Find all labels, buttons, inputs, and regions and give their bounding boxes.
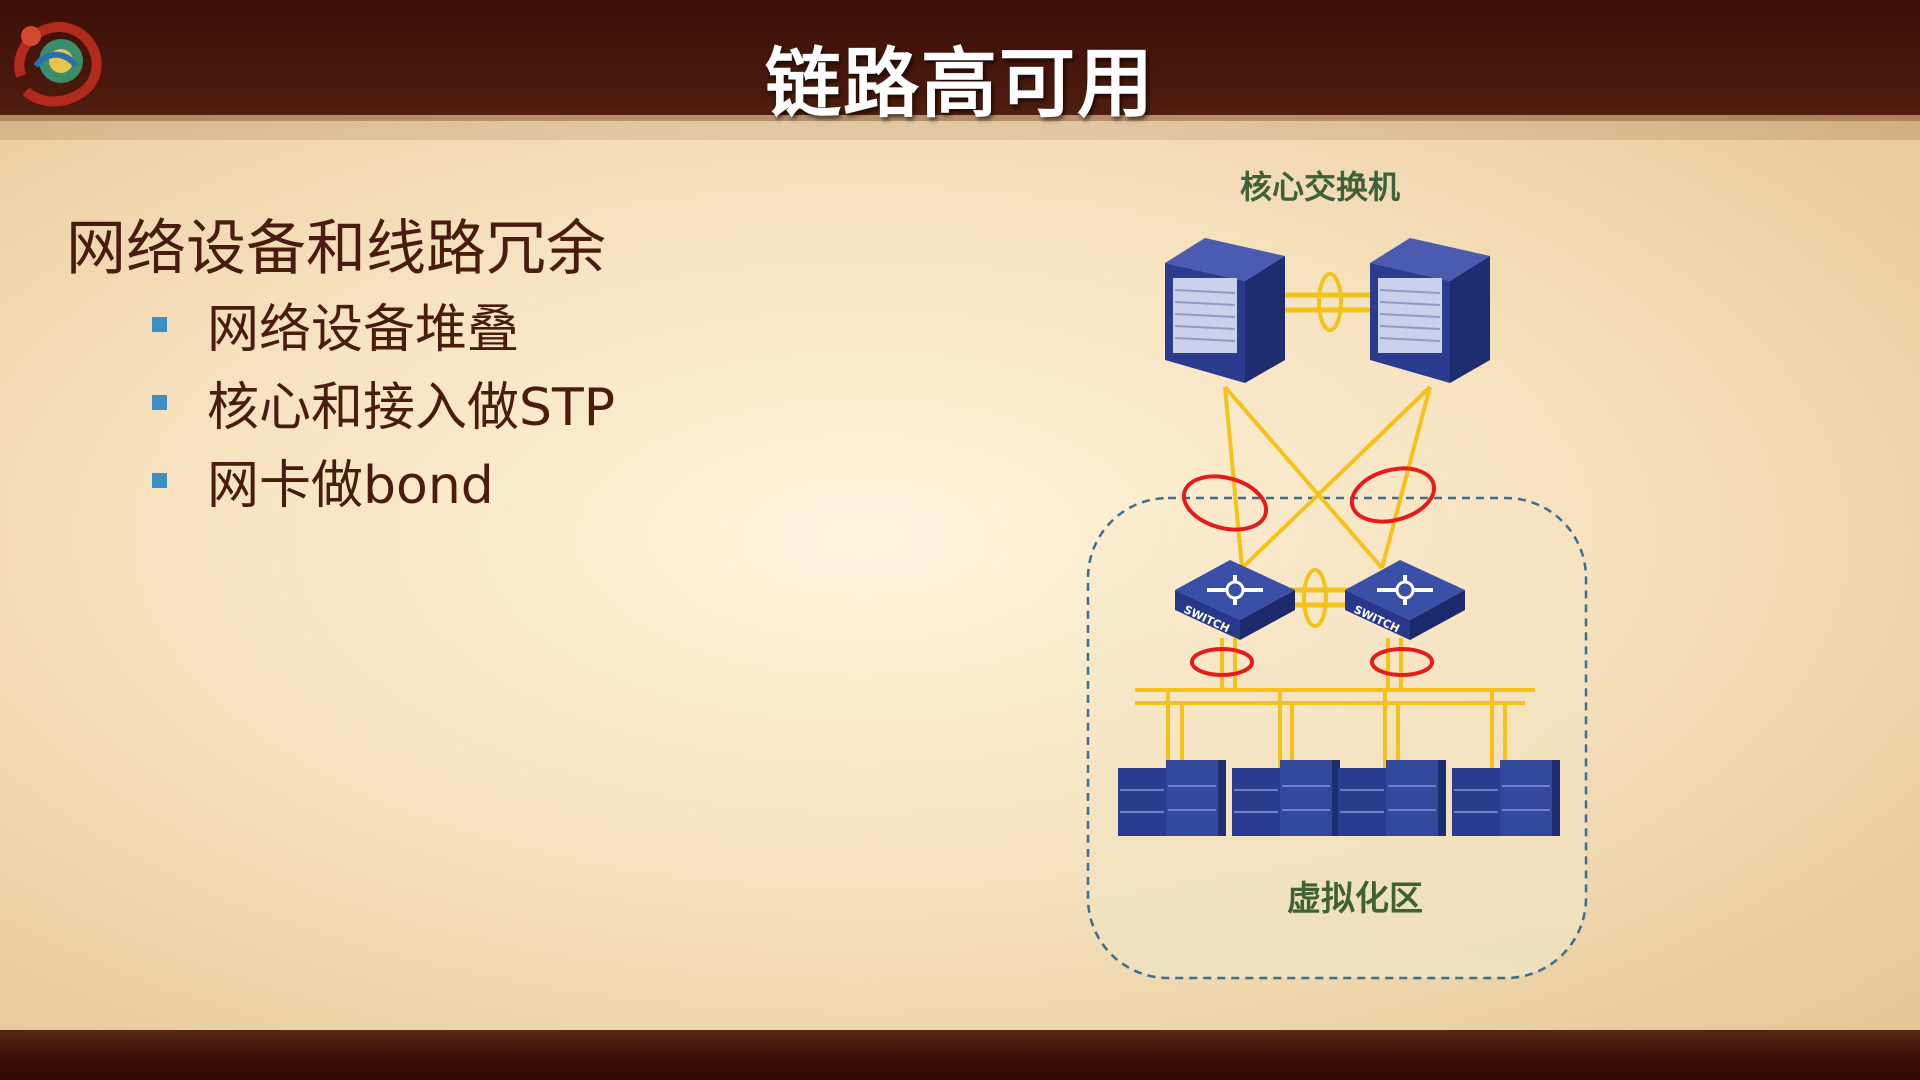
decorative-logo-icon [14,22,102,107]
core-switch-icon [1370,238,1490,383]
list-item: 网络设备堆叠 [152,285,615,363]
core-stack-link [1285,272,1375,332]
server-bus [1135,688,1535,770]
parchment-background [0,115,1920,1046]
access-downlinks [1220,638,1403,690]
server-icon [1452,760,1560,836]
server-icon [1118,760,1226,836]
redundancy-ring-icon [1349,466,1437,524]
redundancy-ring-icon [1181,474,1269,532]
bullet-text: 网络设备堆叠 [207,299,520,360]
core-switch-icon [1165,238,1285,383]
bullet-square-icon [152,394,167,410]
footer-band [0,1030,1920,1080]
bullet-text: 网卡做bond [207,455,494,516]
network-diagram: 核心交换机 虚拟化区 [1086,168,1588,980]
server-icon [1232,760,1340,836]
list-item: 核心和接入做STP [152,363,615,441]
bullet-list: 网络设备堆叠 核心和接入做STP 网卡做bond [152,285,615,519]
bullet-text: 核心和接入做STP [207,377,616,438]
bullet-square-icon [152,472,167,488]
list-item: 网卡做bond [152,441,615,519]
bullet-square-icon [152,316,167,332]
redundancy-ring-icon [1190,647,1254,677]
core-switch-label: 核心交换机 [1240,168,1400,206]
server-icon [1338,760,1446,836]
virtualization-zone-label: 虚拟化区 [1287,879,1423,919]
redundancy-ring-icon [1370,647,1434,677]
page-title: 链路高可用 [765,39,1155,128]
section-heading: 网络设备和线路冗余 [66,214,606,284]
